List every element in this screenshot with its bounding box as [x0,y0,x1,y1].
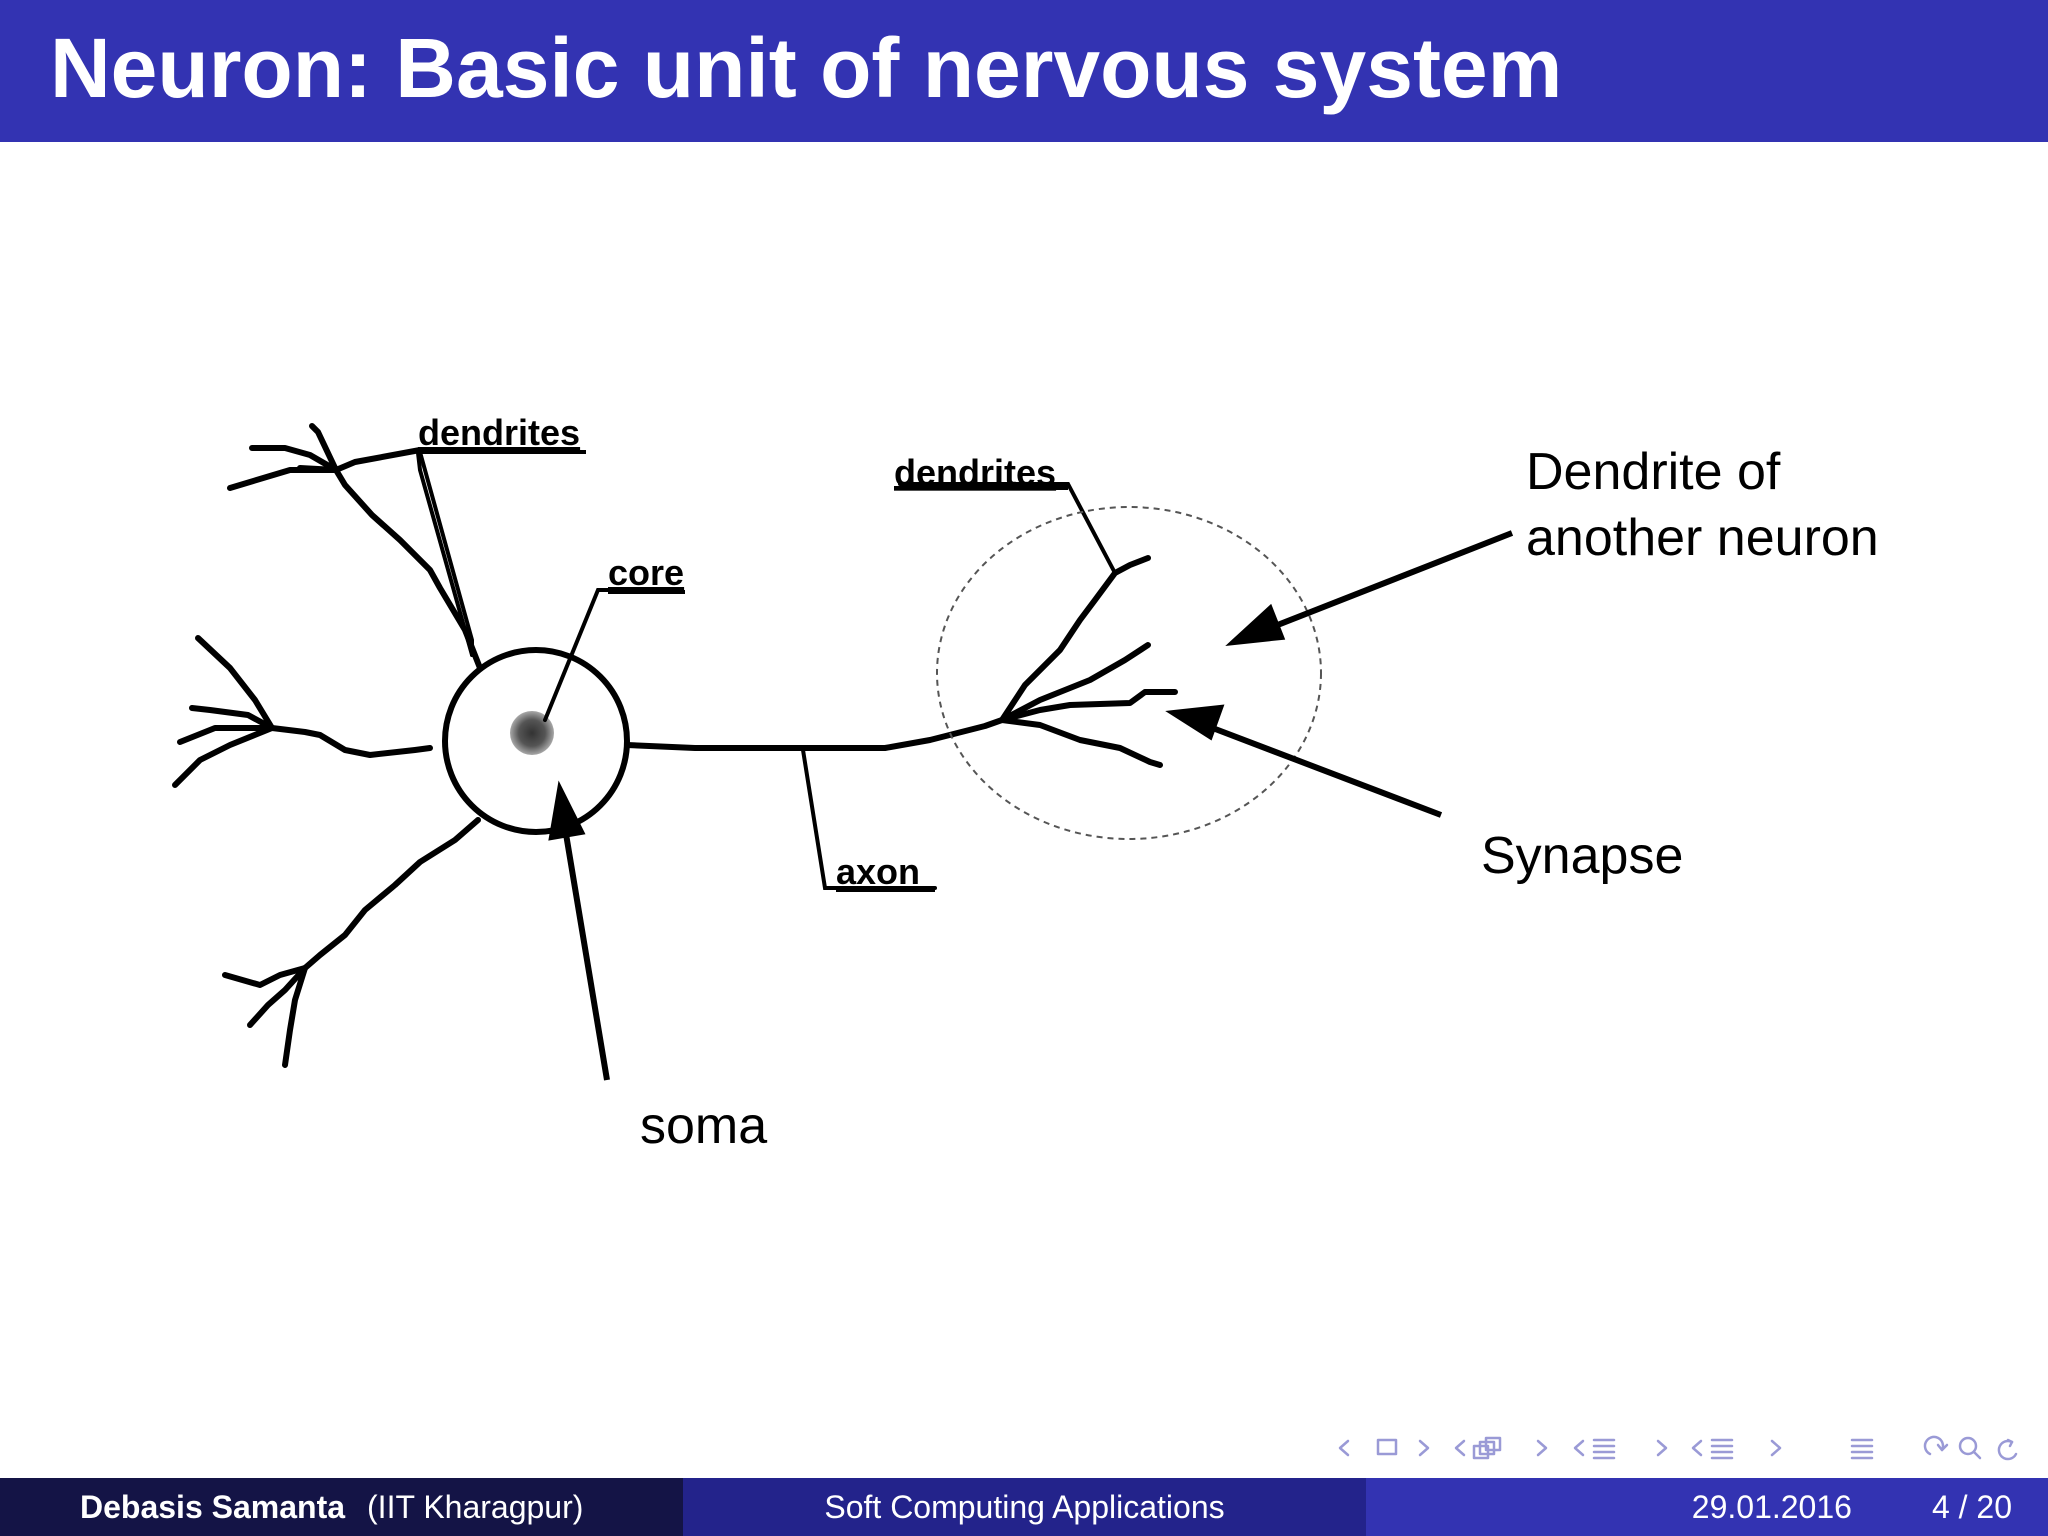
label-leaders [415,450,1117,890]
callout-dendrite-line1: Dendrite of [1526,443,1781,501]
nav-frame-prev-icon[interactable] [1338,1439,1350,1457]
soma-body [442,647,630,835]
callout-synapse: Synapse [1481,827,1684,885]
nav-subsection-icon[interactable] [1454,1436,1548,1460]
synapse-arrow [1208,724,1443,818]
core-nucleus [510,711,554,755]
nav-section-icon[interactable] [1573,1438,1668,1460]
slide-title: Neuron: Basic unit of nervous system [50,21,1563,115]
footer-author: Debasis Samanta [80,1488,346,1525]
soma-arrow [562,827,610,1081]
footer-course: Soft Computing Applications [824,1488,1225,1525]
nav-search-icon[interactable] [1923,1435,2018,1461]
title-bar: Neuron: Basic unit of nervous system [0,0,2048,142]
footer-page-number: 4 / 20 [1931,1488,2012,1525]
callout-soma: soma [640,1097,768,1155]
nav-document-icon[interactable] [1691,1438,1874,1460]
footer-date-block: 29.01.2016 4 / 20 [1366,1478,2048,1536]
footer: Debasis Samanta (IIT Kharagpur) Soft Com… [0,1478,2048,1536]
footer-author-block: Debasis Samanta (IIT Kharagpur) [0,1478,683,1536]
footer-course-block: Soft Computing Applications [683,1478,1366,1536]
footer-date: 29.01.2016 [1691,1488,1852,1525]
callout-dendrite-line2: another neuron [1526,509,1879,567]
label-core: core [608,552,684,593]
right-dendrites [999,555,1178,768]
left-dendrites [172,423,483,1068]
dendrite-arrow [1268,530,1514,631]
nav-frame-next-icon[interactable] [1418,1439,1430,1457]
callout-arrows [548,530,1514,1081]
footer-institute: (IIT Kharagpur) [367,1488,584,1525]
nav-frame-icon[interactable] [1376,1438,1398,1456]
label-axon: axon [836,851,920,892]
axon-line [624,717,1005,751]
synapse-region [936,506,1322,840]
label-dendrites-left: dendrites [418,412,580,453]
beamer-navigation [1338,1435,2018,1461]
